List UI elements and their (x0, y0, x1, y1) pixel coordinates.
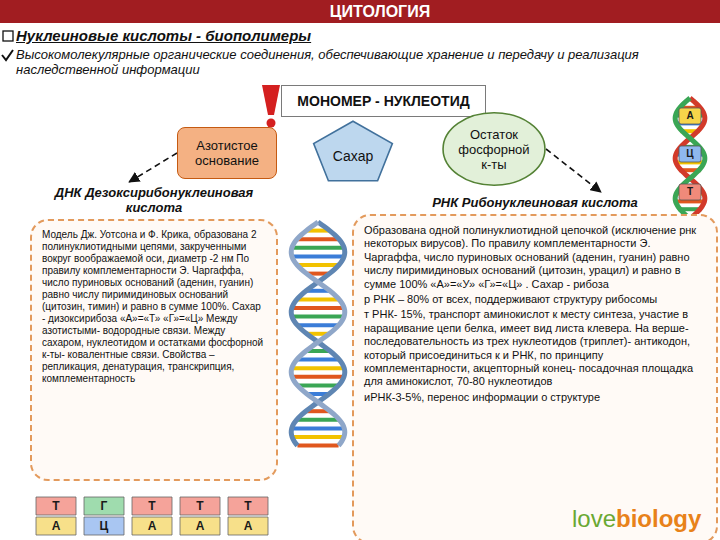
base-pair-rung (292, 426, 345, 430)
dashed-arrow (129, 153, 177, 182)
definition-text: Высокомолекулярные органические соединен… (16, 47, 706, 77)
node-label-wrap: МОНОМЕР - НУКЛЕОТИД (297, 93, 469, 109)
base-block (679, 146, 701, 162)
node-label: Сахар (333, 148, 373, 164)
checkbox-bullet (3, 31, 13, 41)
helix-strand (675, 98, 705, 226)
panel-text: р РНК – 80% от всех, поддерживают структ… (364, 293, 706, 306)
base-letter: Т (679, 184, 701, 200)
check-bullet (2, 50, 13, 60)
base-pair-rung (292, 254, 345, 258)
node-label-wrap: Азотистое основание (181, 138, 273, 168)
dna-strand (291, 222, 345, 446)
base-pair-rung (292, 315, 344, 319)
dna-helix (675, 98, 705, 226)
dna-panel: ДНК Дезоксирибонуклеиновая кислотаМодель… (30, 182, 278, 481)
slide-title: ЦИТОЛОГИЯ (0, 0, 720, 23)
node-label: МОНОМЕР - НУКЛЕОТИД (297, 93, 469, 109)
text-panel: Образована одной полинуклиотидной цепочк… (352, 214, 718, 540)
nucleotide-tile (84, 517, 124, 535)
base-letter: А (228, 517, 268, 535)
base-letter: А (36, 517, 76, 535)
base-pair-rung (292, 306, 345, 310)
base-letter: Г (84, 497, 124, 515)
nucleotide-tile (180, 497, 220, 515)
base-pair-rung (292, 246, 345, 250)
dna-ladder (291, 222, 345, 446)
base-block (679, 108, 701, 124)
node-label-wrap: Сахар (333, 148, 373, 164)
base-letter: Т (36, 497, 76, 515)
panel-text: т РНК- 15%, транспорт аминокислот к мест… (364, 308, 706, 388)
node-label: Азотистое основание (181, 138, 273, 168)
nucleotide-tile (132, 517, 172, 535)
base-letter: А (679, 108, 701, 124)
sugar-pentagon: Сахар (312, 120, 394, 182)
base-pair-rung (292, 366, 345, 370)
nucleotide-tiles (36, 497, 268, 535)
text-panel: Модель Дж. Уотсона и Ф. Крика, образован… (30, 219, 278, 481)
section-heading: Нуклеиновые кислоты - биополимеры (16, 27, 311, 44)
nucleotide-tile (132, 497, 172, 515)
base-letter: Т (132, 497, 172, 515)
watermark: biology (616, 505, 701, 533)
title-bar: ЦИТОЛОГИЯ (0, 0, 720, 23)
nucleotide-tile (180, 517, 220, 535)
monomer-box: МОНОМЕР - НУКЛЕОТИД (281, 85, 486, 117)
base-pair-rung (296, 418, 339, 422)
base-block (679, 184, 701, 200)
dashed-arrow (546, 149, 601, 192)
nucleotide-tile (36, 517, 76, 535)
nucleotide-tile (84, 497, 124, 515)
base-pair-rung (297, 297, 340, 301)
rna-panel: РНК Рибонуклеиновая кислотаОбразована од… (352, 192, 718, 540)
panel-text: иРНК-3-5%, перенос информации о структур… (364, 391, 706, 404)
nucleotide-tile (228, 497, 268, 515)
panel-text: Образована одной полинуклиотидной цепочк… (364, 224, 706, 291)
helix-strand (675, 98, 705, 226)
base-pair-rung (297, 263, 339, 267)
base-pair-rung (297, 358, 340, 362)
base-letter: А (132, 517, 172, 535)
node-label-wrap: Остаток фосфорной к-ты (452, 127, 536, 172)
dna-strand (291, 222, 345, 446)
base-letter: А (180, 517, 220, 535)
base-letter: Т (228, 497, 268, 515)
watermark: love (572, 505, 616, 533)
base-pair-rung (297, 323, 339, 327)
base-letter: Ц (84, 517, 124, 535)
panel-heading: РНК Рибонуклеиновая кислота (352, 192, 718, 214)
base-letter: Ц (679, 146, 701, 162)
base-pair-rung (297, 237, 339, 241)
component-box: Азотистое основание (177, 127, 277, 179)
panel-text: Модель Дж. Уотсона и Ф. Крика, образован… (42, 229, 266, 385)
nucleotide-tile (228, 517, 268, 535)
base-pair-rung (297, 383, 338, 387)
base-letter: Т (180, 497, 220, 515)
panel-heading: ДНК Дезоксирибонуклеиновая кислота (30, 182, 278, 219)
base-pair-rung (292, 375, 344, 379)
base-pair-rung (292, 435, 344, 439)
node-label: Остаток фосфорной к-ты (452, 127, 536, 172)
phosphate-ellipse: Остаток фосфорной к-ты (442, 112, 546, 186)
exclamation-mark (262, 85, 280, 115)
nucleotide-tile (36, 497, 76, 515)
base-pair-rung (297, 444, 338, 448)
